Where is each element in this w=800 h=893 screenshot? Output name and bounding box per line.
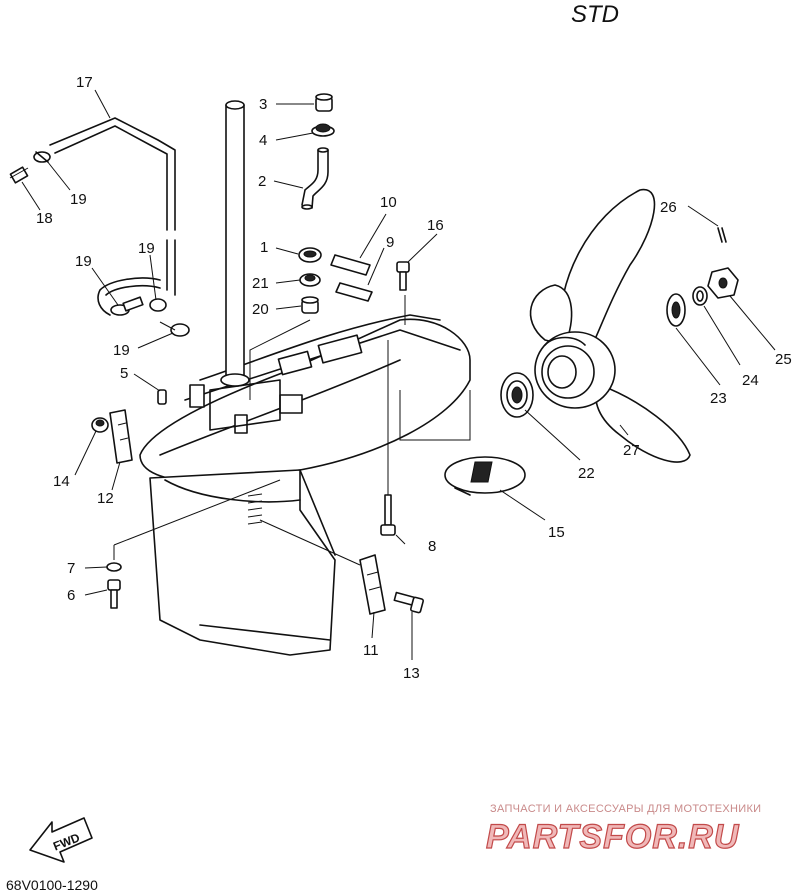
hose-17 xyxy=(49,117,176,316)
callout-labels: 3 4 2 1 21 20 10 9 16 8 17 19 18 19 19 1… xyxy=(36,74,792,682)
callout-15: 15 xyxy=(548,524,565,541)
callout-27: 27 xyxy=(623,442,640,459)
clip-19-top xyxy=(33,151,51,163)
watermark: ЗАПЧАСТИ И АКСЕССУАРЫ ДЛЯ МОТОТЕХНИКИ PA… xyxy=(485,803,761,857)
water-tube-2 xyxy=(301,147,329,210)
bolt-13 xyxy=(393,591,424,614)
bolt-16 xyxy=(396,261,410,291)
callout-2: 2 xyxy=(258,173,266,190)
plate-10 xyxy=(330,254,371,276)
callout-7: 7 xyxy=(67,560,75,577)
clip-19-mid xyxy=(149,298,167,312)
callout-21: 21 xyxy=(252,275,269,292)
callout-5: 5 xyxy=(120,365,128,382)
seal-21 xyxy=(299,273,321,287)
callout-14: 14 xyxy=(53,473,70,490)
callout-9: 9 xyxy=(386,234,394,251)
callout-19-lower: 19 xyxy=(113,342,130,359)
callout-17: 17 xyxy=(76,74,93,91)
callout-19-top: 19 xyxy=(70,191,87,208)
callout-18: 18 xyxy=(36,210,53,227)
drive-shaft xyxy=(220,100,250,387)
bolt-8 xyxy=(380,494,396,536)
washer-7 xyxy=(106,562,122,572)
callout-4: 4 xyxy=(259,132,267,149)
callout-6: 6 xyxy=(67,587,75,604)
spacer-23 xyxy=(666,293,686,327)
clip-19-lower xyxy=(159,321,190,337)
leader-lines xyxy=(21,89,776,660)
callout-1: 1 xyxy=(260,239,268,256)
callout-19-left: 19 xyxy=(75,253,92,270)
plate-9 xyxy=(335,282,373,302)
washer-24 xyxy=(692,286,708,306)
clip-19-left xyxy=(110,296,144,316)
watermark-tagline: ЗАПЧАСТИ И АКСЕССУАРЫ ДЛЯ МОТОТЕХНИКИ xyxy=(490,803,761,815)
callout-23: 23 xyxy=(710,390,727,407)
callout-24: 24 xyxy=(742,372,759,389)
watermark-brand: PARTSFOR.RU xyxy=(486,818,740,856)
callout-8: 8 xyxy=(428,538,436,555)
cotter-pin-26 xyxy=(717,227,727,243)
anode-11 xyxy=(359,554,386,615)
bolt-6 xyxy=(107,579,121,609)
diagram-code: 68V0100-1290 xyxy=(6,877,98,893)
nut-25 xyxy=(707,267,739,299)
variant-label: STD xyxy=(571,1,619,28)
grommet-1 xyxy=(298,247,322,263)
seal-4 xyxy=(311,123,335,137)
collar-20 xyxy=(301,296,319,314)
callout-12: 12 xyxy=(97,490,114,507)
callout-13: 13 xyxy=(403,665,420,682)
trim-tab-15 xyxy=(444,456,526,496)
callout-26: 26 xyxy=(660,199,677,216)
hose-clip-18 xyxy=(9,166,29,184)
callout-25: 25 xyxy=(775,351,792,368)
anode-12 xyxy=(109,409,133,464)
water-intake-grille xyxy=(247,493,263,525)
callout-11: 11 xyxy=(363,642,379,659)
callout-16: 16 xyxy=(427,217,444,234)
callout-3: 3 xyxy=(259,96,267,113)
callout-10: 10 xyxy=(380,194,397,211)
fwd-arrow-icon: FWD xyxy=(29,817,93,863)
nut-14 xyxy=(91,417,109,433)
callout-20: 20 xyxy=(252,301,269,318)
propeller-27 xyxy=(529,189,691,463)
thrust-washer-22 xyxy=(500,372,534,418)
callout-22: 22 xyxy=(578,465,595,482)
dowel-5 xyxy=(157,389,167,405)
callout-19-mid: 19 xyxy=(138,240,155,257)
grommet-3 xyxy=(315,93,333,112)
